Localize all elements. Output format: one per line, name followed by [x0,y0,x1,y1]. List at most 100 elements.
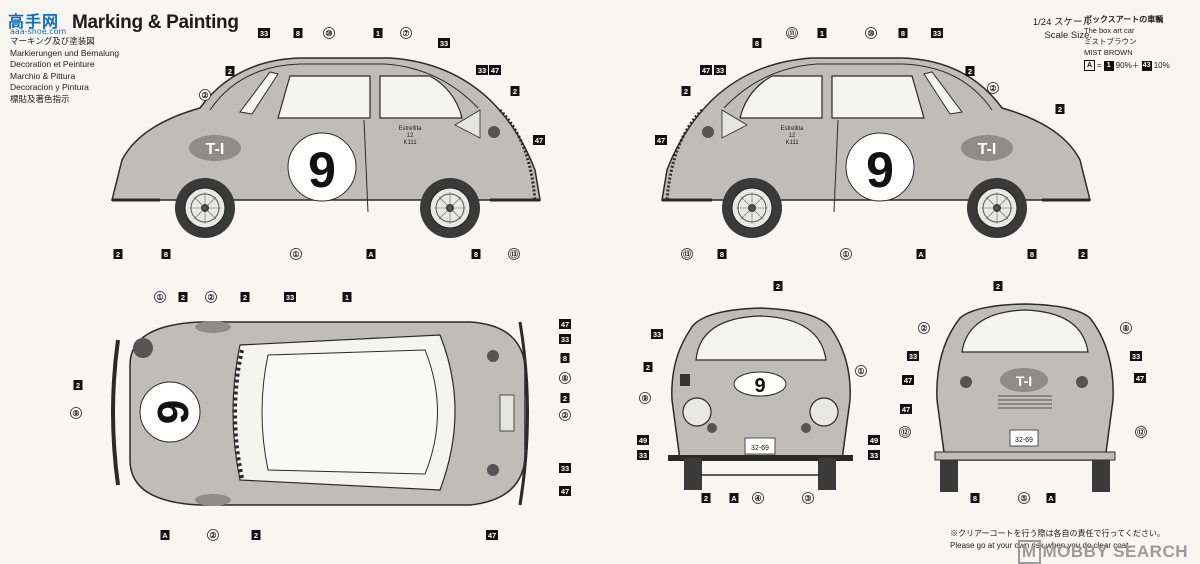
callout-label: 2 [181,293,185,302]
callout-label: 47 [657,136,665,145]
callout-label: 33 [639,451,647,460]
watermark-text: 高手网 [8,12,60,31]
callout-marker: 2 [73,380,83,390]
left-door-text-1: Estrellita [398,126,422,132]
box-art-title-en: The box art car [1084,26,1135,35]
callout-marker: 47 [902,375,914,385]
rear-marking: T-I [1016,373,1032,389]
scale-en: Scale Size. [1044,30,1092,41]
box-art-title-jp: ボックスアートの車輌 [1084,15,1164,24]
watermark-logo: 高手网 aaa-shoe.com [8,8,72,36]
callout-label: 33 [870,451,878,460]
callout-marker: 8 [161,249,171,259]
left-door-text-2: 12 [407,133,414,139]
callout-marker: ① [855,365,867,377]
rear-plate: 32-69 [1015,437,1033,444]
callout-label: A [162,531,168,540]
watermark-url: aaa-shoe.com [10,27,67,36]
callout-marker: 47 [900,404,912,414]
callout-marker: 1 [342,292,352,302]
callout-label: ⑩ [867,29,874,38]
callout-marker: 33 [637,450,649,460]
callout-marker: 33 [931,28,943,38]
callout-label: 8 [720,250,724,259]
callout-label: ⑬ [683,249,691,259]
callout-label: 47 [902,405,910,414]
callout-label: ⑪ [788,28,796,38]
callout-marker: A [1046,493,1056,503]
callout-label: 2 [513,87,517,96]
callout-label: 2 [776,282,780,291]
callout-marker: ④ [752,492,764,504]
paint-mix-prefix: A [1084,60,1095,71]
callout-label: 2 [228,67,232,76]
callout-label: 8 [474,250,478,259]
left-door-text-3: K111 [403,140,417,146]
side-view-right [661,57,1091,239]
language-jp: マーキング及び塗装図 [10,36,95,46]
callout-marker: ⑩ [865,27,877,39]
callout-label: 47 [491,66,499,75]
right-race-number: 9 [866,142,894,198]
callout-label: ① [292,250,299,259]
callout-label: 33 [909,352,917,361]
brand-logo-mark: M [1017,540,1041,564]
box-art-info: ボックスアートの車輌 The box art car ミストブラウン MIST … [1084,14,1184,71]
callout-marker: 8 [560,353,570,363]
callout-marker: 33 [907,351,919,361]
brand-name: MOBBY SEARCH [1042,542,1188,561]
callout-label: 49 [870,436,878,445]
callout-label: 8 [1030,250,1034,259]
callout-label: ⑫ [1137,427,1145,437]
callout-marker: ⑬ [681,248,693,260]
callout-marker: 2 [773,281,783,291]
callout-marker: A [729,493,739,503]
callout-label: ⑦ [402,29,409,38]
callout-label: ① [857,367,864,376]
callout-label: ⑫ [901,427,909,437]
callout-label: 8 [164,250,168,259]
top-view: 9 [111,321,529,506]
callout-marker: 8 [752,38,762,48]
callout-label: 1 [376,29,380,38]
left-race-number: 9 [308,142,336,198]
callout-marker: 2 [993,281,1003,291]
callout-marker: ① [154,291,166,303]
clear-coat-note-jp: ※クリアーコートを行う際は各自の責任で行ってください。 [950,529,1165,538]
callout-marker: 2 [113,249,123,259]
callout-label: 2 [76,381,80,390]
callout-marker: 33 [438,38,450,48]
callout-marker: 33 [714,65,726,75]
callout-label: A [1048,494,1054,503]
callout-marker: 33 [284,292,296,302]
callout-label: ① [156,293,163,302]
callout-label: 47 [1136,374,1144,383]
callout-label: 2 [968,67,972,76]
callout-marker: ③ [802,492,814,504]
callout-label: 2 [1081,250,1085,259]
callout-label: ⑬ [510,249,518,259]
language-list: マーキング及び塗装図 Markierungen und Bemalung Dec… [10,36,119,105]
callout-label: 2 [996,282,1000,291]
callout-marker: 33 [258,28,270,38]
callout-marker: 47 [655,135,667,145]
callout-marker: ⑨ [70,407,82,419]
language-it: Marchio & Pittura [10,70,76,81]
callout-marker: ② [559,409,571,421]
callout-label: ⑩ [325,29,332,38]
rear-view: T-I 32-69 [934,303,1116,492]
callout-marker: 47 [559,319,571,329]
callout-label: ⑨ [72,409,79,418]
front-race-number: 9 [754,375,765,397]
callout-label: ③ [804,494,811,503]
callout-marker: 47 [486,530,498,540]
callout-label: 33 [653,330,661,339]
callout-marker: 1 [817,28,827,38]
callout-label: 47 [535,136,543,145]
callout-label: 8 [563,354,567,363]
callout-marker: ⑧ [559,372,571,384]
page-title: Marking & Painting [72,12,239,33]
callout-marker: 49 [868,435,880,445]
callout-label: 33 [561,464,569,473]
paint-code-b: 43 [1141,60,1152,71]
